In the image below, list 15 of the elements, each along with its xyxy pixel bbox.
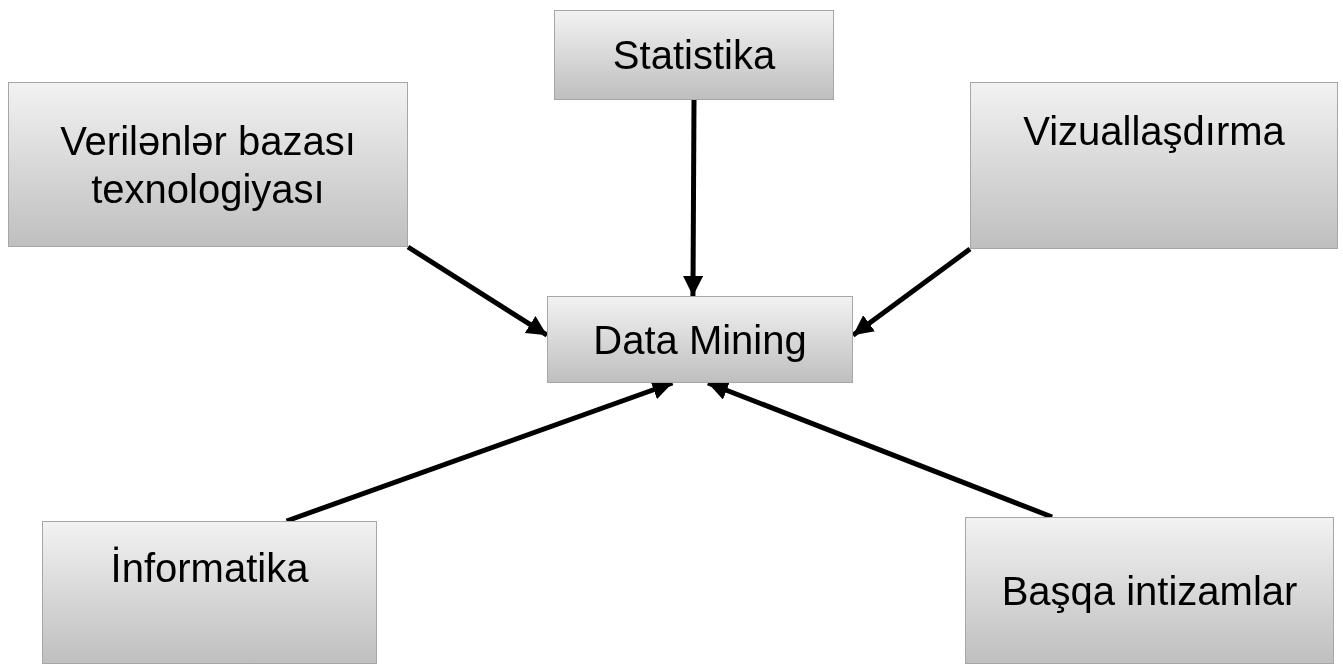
arrow (851, 247, 972, 338)
concept-box (8, 82, 408, 247)
concept-box (547, 296, 853, 383)
concept-box (965, 517, 1334, 664)
box-label: Başqa intizamlar (1000, 567, 1299, 615)
concept-box (42, 521, 377, 664)
box-label: Vizuallaşdırma (1022, 108, 1286, 155)
concept-box (554, 10, 834, 100)
concept-box (970, 82, 1338, 249)
box-label: Data Mining (592, 316, 808, 364)
arrow (406, 244, 549, 338)
box-label: Verilənlər bazası texnologiyası (59, 117, 357, 213)
arrow (683, 100, 704, 296)
box-label: İnformatika (109, 545, 310, 592)
box-label: Statistika (611, 32, 777, 79)
